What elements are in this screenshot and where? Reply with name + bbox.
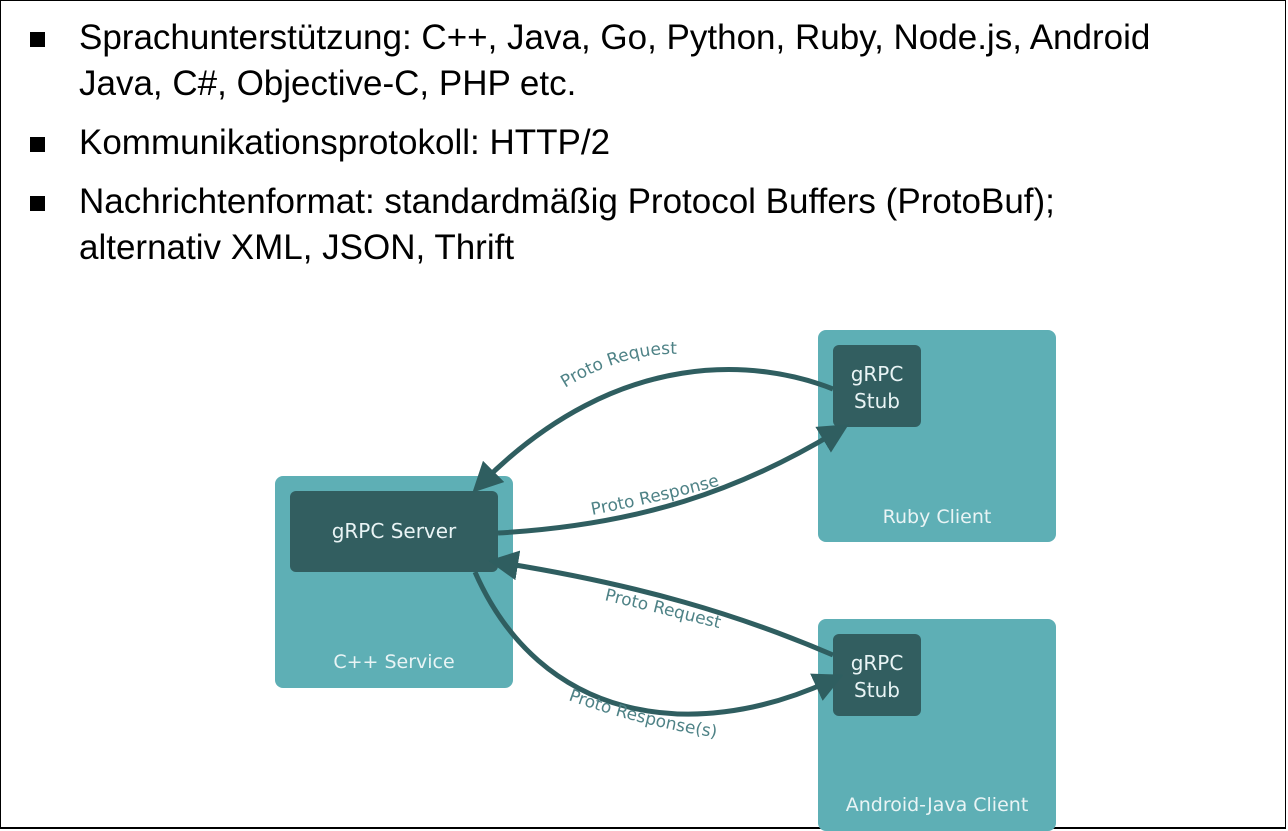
android-grpc-stub-box (833, 634, 921, 716)
android-stub-label-line1: gRPC (851, 651, 904, 675)
android-request-arrow (488, 550, 834, 658)
square-bullet-icon (30, 32, 45, 47)
ruby-request-label: Proto Request (557, 339, 677, 392)
cpp-service-box: gRPC Server C++ Service (275, 476, 513, 688)
android-request-label: Proto Request (603, 585, 723, 633)
cpp-service-label: C++ Service (333, 651, 454, 673)
android-stub-label-line2: Stub (854, 678, 900, 702)
android-response-arrow (472, 570, 844, 717)
bullet-protocol: Kommunikationsprotokoll: HTTP/2 (27, 120, 1288, 166)
ruby-grpc-stub-box (833, 345, 921, 427)
ruby-client-box: gRPC Stub Ruby Client (818, 330, 1056, 542)
android-client-box: gRPC Stub Android-Java Client (818, 619, 1056, 831)
android-client-label: Android-Java Client (846, 794, 1029, 816)
square-bullet-icon (30, 196, 45, 211)
bullet-text-line2: alternativ XML, JSON, Thrift (79, 228, 515, 267)
bullet-message-format: Nachrichtenformat: standardmäßig Protoco… (27, 179, 1288, 271)
ruby-stub-label-line2: Stub (854, 389, 900, 413)
bullet-text-line1: Sprachunterstützung: C++, Java, Go, Pyth… (79, 18, 1151, 57)
bullet-text-line2: Java, C#, Objective-C, PHP etc. (79, 64, 577, 103)
bullet-text-line1: Kommunikationsprotokoll: HTTP/2 (79, 123, 611, 162)
bullet-text-line1: Nachrichtenformat: standardmäßig Protoco… (79, 182, 1055, 221)
ruby-response-label: Proto Response (589, 471, 721, 520)
ruby-response-arrow (497, 424, 849, 536)
ruby-stub-label-line1: gRPC (851, 362, 904, 386)
bullet-list: Sprachunterstützung: C++, Java, Go, Pyth… (27, 15, 1288, 284)
ruby-request-arrow (472, 367, 834, 493)
ruby-client-label: Ruby Client (883, 506, 992, 528)
square-bullet-icon (30, 137, 45, 152)
grpc-server-box (290, 491, 498, 572)
bullet-language-support: Sprachunterstützung: C++, Java, Go, Pyth… (27, 15, 1288, 107)
grpc-server-label: gRPC Server (332, 519, 457, 543)
